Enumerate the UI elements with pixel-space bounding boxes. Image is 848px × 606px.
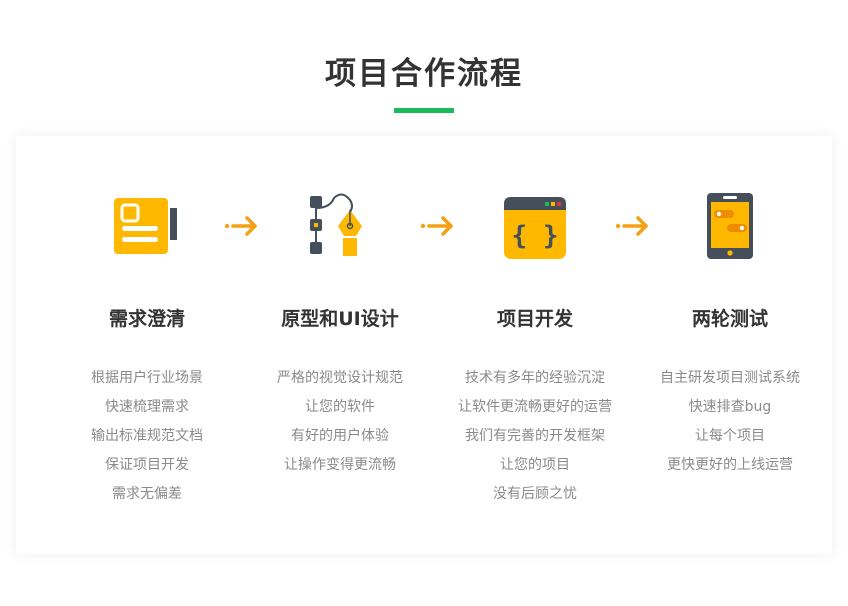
list-item: 没有后顾之忧 (493, 486, 577, 502)
list-item: 让操作变得更流畅 (284, 457, 396, 473)
code-window-icon: { } (495, 188, 575, 268)
arrow-right-icon (223, 214, 259, 238)
step-heading: 需求澄清 (108, 308, 185, 330)
step-testing: 两轮测试 自主研发项目测试系统 快速排查bug 让每个项目 更快更好的上线运营 (640, 136, 820, 554)
process-card: 需求澄清 根据用户行业场景 快速梳理需求 输出标准规范文档 保证项目开发 需求无… (16, 136, 832, 554)
list-item: 让软件更流畅更好的运营 (458, 399, 612, 415)
code-braces-glyph: { } (512, 221, 559, 251)
step-development: { } 项目开发 技术有多年的经验沉淀 让软件更流畅更好的运营 我们有完善的开发… (445, 136, 625, 554)
list-item: 让您的项目 (500, 457, 570, 473)
list-item: 更快更好的上线运营 (667, 457, 793, 473)
step-heading: 两轮测试 (691, 308, 768, 330)
list-item: 保证项目开发 (105, 457, 189, 473)
step-description-list: 自主研发项目测试系统 快速排查bug 让每个项目 更快更好的上线运营 (640, 364, 820, 480)
mobile-phone-icon (690, 188, 770, 268)
list-item: 快速排查bug (688, 399, 772, 415)
list-item: 让每个项目 (695, 428, 765, 444)
page-title: 项目合作流程 (325, 56, 523, 92)
list-item: 有好的用户体验 (291, 428, 389, 444)
step-design: 原型和UI设计 严格的视觉设计规范 让您的软件 有好的用户体验 让操作变得更流畅 (250, 136, 430, 554)
list-item: 根据用户行业场景 (91, 370, 203, 386)
arrow-right-icon (614, 214, 650, 238)
pen-tool-icon (300, 188, 380, 268)
document-icon (107, 188, 187, 268)
list-item: 自主研发项目测试系统 (660, 370, 800, 386)
title-underline (394, 108, 454, 113)
step-description-list: 根据用户行业场景 快速梳理需求 输出标准规范文档 保证项目开发 需求无偏差 (57, 364, 237, 509)
step-heading: 原型和UI设计 (281, 308, 399, 330)
list-item: 需求无偏差 (112, 486, 182, 502)
list-item: 技术有多年的经验沉淀 (465, 370, 605, 386)
list-item: 让您的软件 (305, 399, 375, 415)
list-item: 输出标准规范文档 (91, 428, 203, 444)
arrow-right-icon (419, 214, 455, 238)
list-item: 快速梳理需求 (105, 399, 189, 415)
step-requirements: 需求澄清 根据用户行业场景 快速梳理需求 输出标准规范文档 保证项目开发 需求无… (57, 136, 237, 554)
list-item: 我们有完善的开发框架 (465, 428, 605, 444)
step-heading: 项目开发 (496, 308, 573, 330)
step-description-list: 严格的视觉设计规范 让您的软件 有好的用户体验 让操作变得更流畅 (250, 364, 430, 480)
step-description-list: 技术有多年的经验沉淀 让软件更流畅更好的运营 我们有完善的开发框架 让您的项目 … (445, 364, 625, 509)
list-item: 严格的视觉设计规范 (277, 370, 403, 386)
